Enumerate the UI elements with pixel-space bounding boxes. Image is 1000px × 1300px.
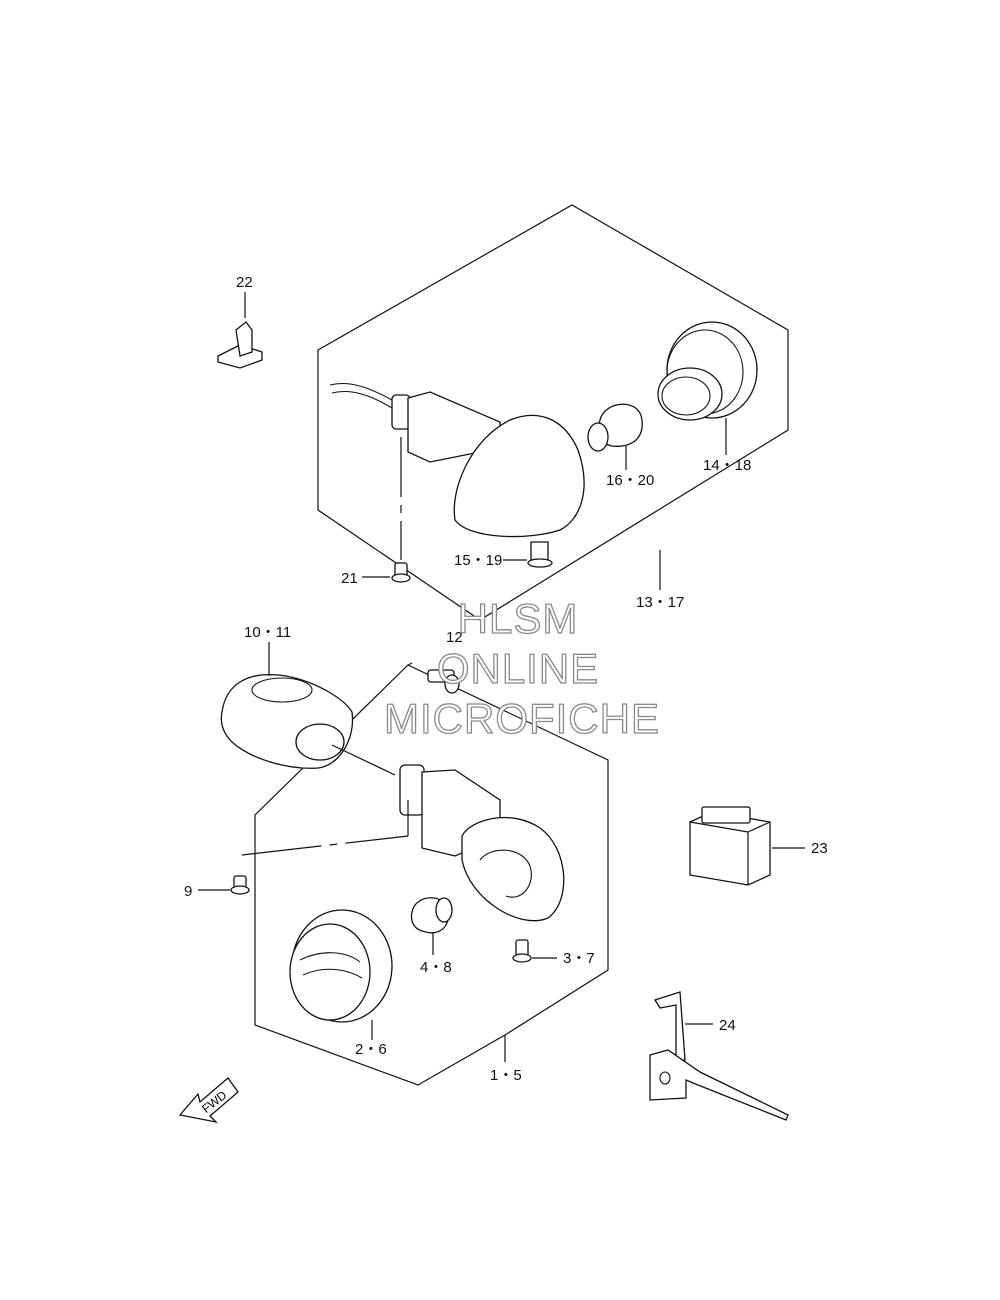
bracket-24-part [649, 991, 789, 1121]
callout-16-20: 16・20 [606, 472, 654, 489]
watermark-line-1: HLSM [458, 595, 579, 642]
lower-assembly-group [198, 642, 609, 1086]
bracket-22-part [217, 292, 263, 369]
callout-22: 22 [236, 274, 253, 291]
callout-14-18: 14・18 [703, 457, 751, 474]
watermark-line-3: MICROFICHE [384, 695, 660, 742]
callout-2-6: 2・6 [355, 1041, 387, 1058]
relay-23-part [689, 806, 805, 886]
callout-13-17: 13・17 [636, 594, 684, 611]
callout-10-11: 10・11 [244, 624, 291, 641]
callout-24: 24 [719, 1017, 736, 1034]
lower-bulb-part [410, 897, 453, 955]
lower-assembly-frame [254, 664, 609, 1086]
callout-12: 12 [446, 629, 463, 646]
watermark-line-2: ONLINE [437, 645, 599, 692]
lower-lens-part [289, 909, 393, 1040]
upper-bulb-part [587, 403, 643, 470]
callout-15-19: 15・19 [454, 552, 502, 569]
lower-turn-signal-body [331, 744, 565, 922]
upper-assembly-frame [317, 204, 789, 621]
screw-9-part [198, 875, 250, 895]
upper-assembly-group [317, 204, 789, 621]
callout-23: 23 [811, 840, 828, 857]
upper-lens-part [657, 321, 758, 455]
upper-turn-signal-body [329, 382, 585, 538]
watermark: HLSM ONLINE MICROFICHE [383, 594, 660, 742]
callout-3-7: 3・7 [563, 950, 595, 967]
forward-direction-arrow: FWD [178, 1077, 239, 1124]
upper-screw-part [503, 541, 553, 568]
callout-1-5: 1・5 [490, 1067, 522, 1084]
callout-4-8: 4・8 [420, 959, 452, 976]
callout-9: 9 [184, 883, 192, 900]
cover-part [220, 642, 354, 769]
screw-12-part [407, 662, 460, 694]
callout-21: 21 [341, 570, 358, 587]
upper-small-screw-part [362, 437, 411, 583]
screw-3-7-part [512, 939, 557, 963]
